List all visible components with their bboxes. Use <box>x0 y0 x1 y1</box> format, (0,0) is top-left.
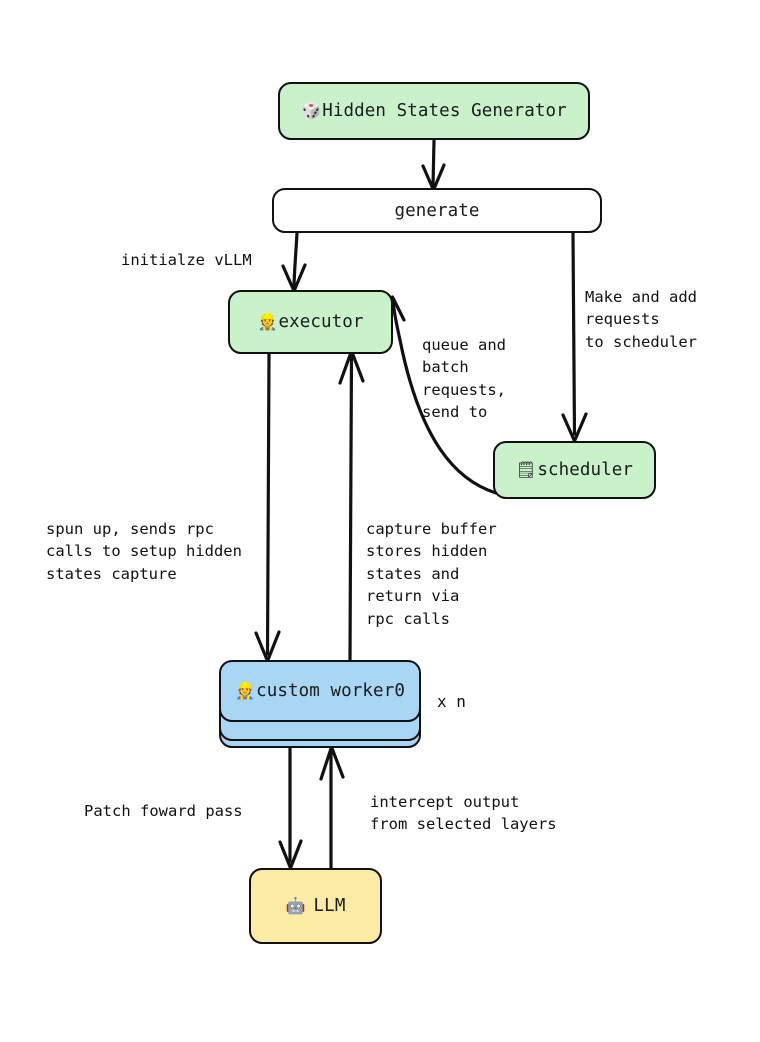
edge-label-make-add-requests: Make and add requests to scheduler <box>585 288 697 351</box>
edge-generate-to-executor <box>281 231 307 293</box>
edge-generate-to-scheduler <box>561 231 588 443</box>
edge-label-spun-up-rpc: spun up, sends rpc calls to setup hidden… <box>46 520 242 583</box>
node-llm[interactable]: 🤖 LLM <box>249 868 382 944</box>
edge-label-capture-buffer: capture buffer stores hidden states and … <box>366 520 497 628</box>
game-die-icon: 🎲 <box>301 101 322 120</box>
node-generate-label: generate <box>394 200 480 221</box>
edge-label-queue-batch-requests: queue and batch requests, send to <box>422 336 506 422</box>
node-executor[interactable]: 👷 executor <box>228 290 393 354</box>
node-scheduler-label: scheduler <box>537 460 634 480</box>
edge-llm-to-worker <box>319 745 345 870</box>
edge-label-initialize-vllm: initialze vLLM <box>121 251 252 269</box>
node-llm-label: LLM <box>313 896 346 916</box>
edge-label-patch-forward-pass: Patch foward pass <box>84 802 243 820</box>
node-custom-worker0-label: custom worker0 <box>256 681 405 701</box>
edge-worker-to-llm <box>278 746 303 870</box>
edge-label-intercept-output: intercept output from selected layers <box>370 793 557 834</box>
node-hidden-states-generator[interactable]: 🎲 Hidden States Generator <box>278 82 590 140</box>
node-custom-worker0[interactable]: 👷 custom worker0 <box>219 660 421 722</box>
node-scheduler[interactable]: 🗒 scheduler <box>493 441 656 499</box>
spiral-notepad-icon: 🗒 <box>515 460 537 479</box>
construction-worker-icon: 👷 <box>235 681 256 700</box>
node-generate[interactable]: generate <box>272 188 602 233</box>
edge-worker-to-executor <box>338 349 365 662</box>
construction-worker-icon: 👷 <box>257 312 278 331</box>
edge-generator-to-generate <box>421 139 446 192</box>
node-hidden-states-generator-label: Hidden States Generator <box>322 101 567 121</box>
worker-multiplicity-label: x n <box>437 692 466 711</box>
robot-icon: 🤖 <box>285 896 306 915</box>
node-executor-label: executor <box>278 312 364 332</box>
edge-executor-to-worker <box>254 351 281 663</box>
